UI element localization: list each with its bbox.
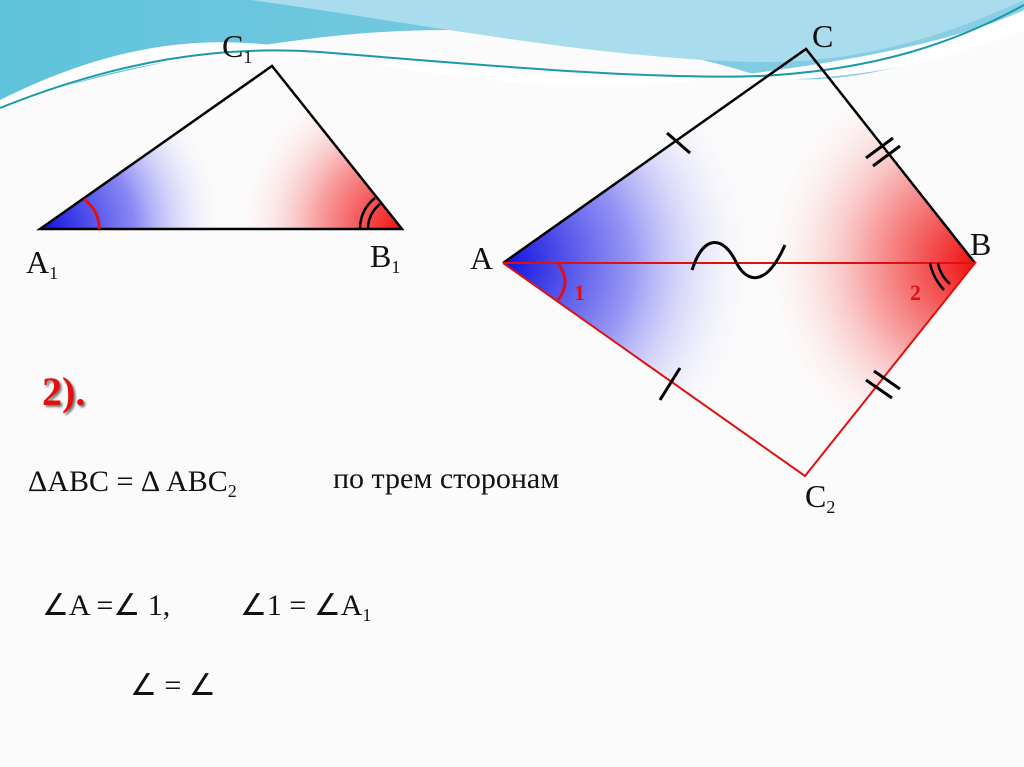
angle-2-label: 2 [910,280,921,305]
angle-a1-arc [83,197,101,230]
angle-equality-3: ∠ = ∠ [130,669,216,702]
label-text: C [222,28,244,64]
angle-1-arc [556,262,567,301]
congruence-equation: ΔABC = Δ ABC2 [28,465,237,502]
angle-equality-1: ∠A =∠ 1, [42,589,171,622]
equality-sub: 1 [362,605,372,625]
label-text: B [370,238,392,274]
label-text: C [805,478,827,514]
label-sub: 1 [243,47,253,67]
header-line [0,4,1024,109]
angle-2-arc [928,262,951,291]
equation-sub: 2 [227,481,237,501]
angle-equality-2: ∠1 = ∠A1 [240,588,371,626]
congruence-reason: по трем сторонам [333,462,560,495]
similar-sign [690,241,787,280]
triangle-abc2-sides [502,262,978,478]
label-text: A [26,244,50,280]
label-c1: C1 [222,28,252,68]
label-c: C [812,18,834,54]
equality-text: ∠1 = ∠A [240,589,363,622]
triangle-a1b1c1-red-fill [40,66,402,229]
label-c2: C2 [805,478,835,518]
tick-ac2 [658,367,682,401]
step-number: 2). [42,369,86,414]
tick-ac [666,131,691,155]
label-sub: 1 [391,257,401,277]
angle-1-label: 1 [574,280,585,305]
triangle-abc-sides [502,47,976,265]
label-sub: 2 [826,497,836,517]
label-sub: 1 [49,263,59,283]
equation-left: ΔABC = [28,465,141,498]
label-b1: B1 [370,238,400,278]
label-a1: A1 [26,244,58,284]
double-tick-cb [865,136,901,168]
angle-b1-arc [358,197,381,230]
triangle-a1b1c1 [36,64,405,231]
label-a: A [470,240,494,276]
header-wave-light [250,0,1024,63]
double-tick-bc2 [865,369,901,400]
label-b: B [970,226,992,262]
equation-right: Δ ABC [140,465,228,498]
